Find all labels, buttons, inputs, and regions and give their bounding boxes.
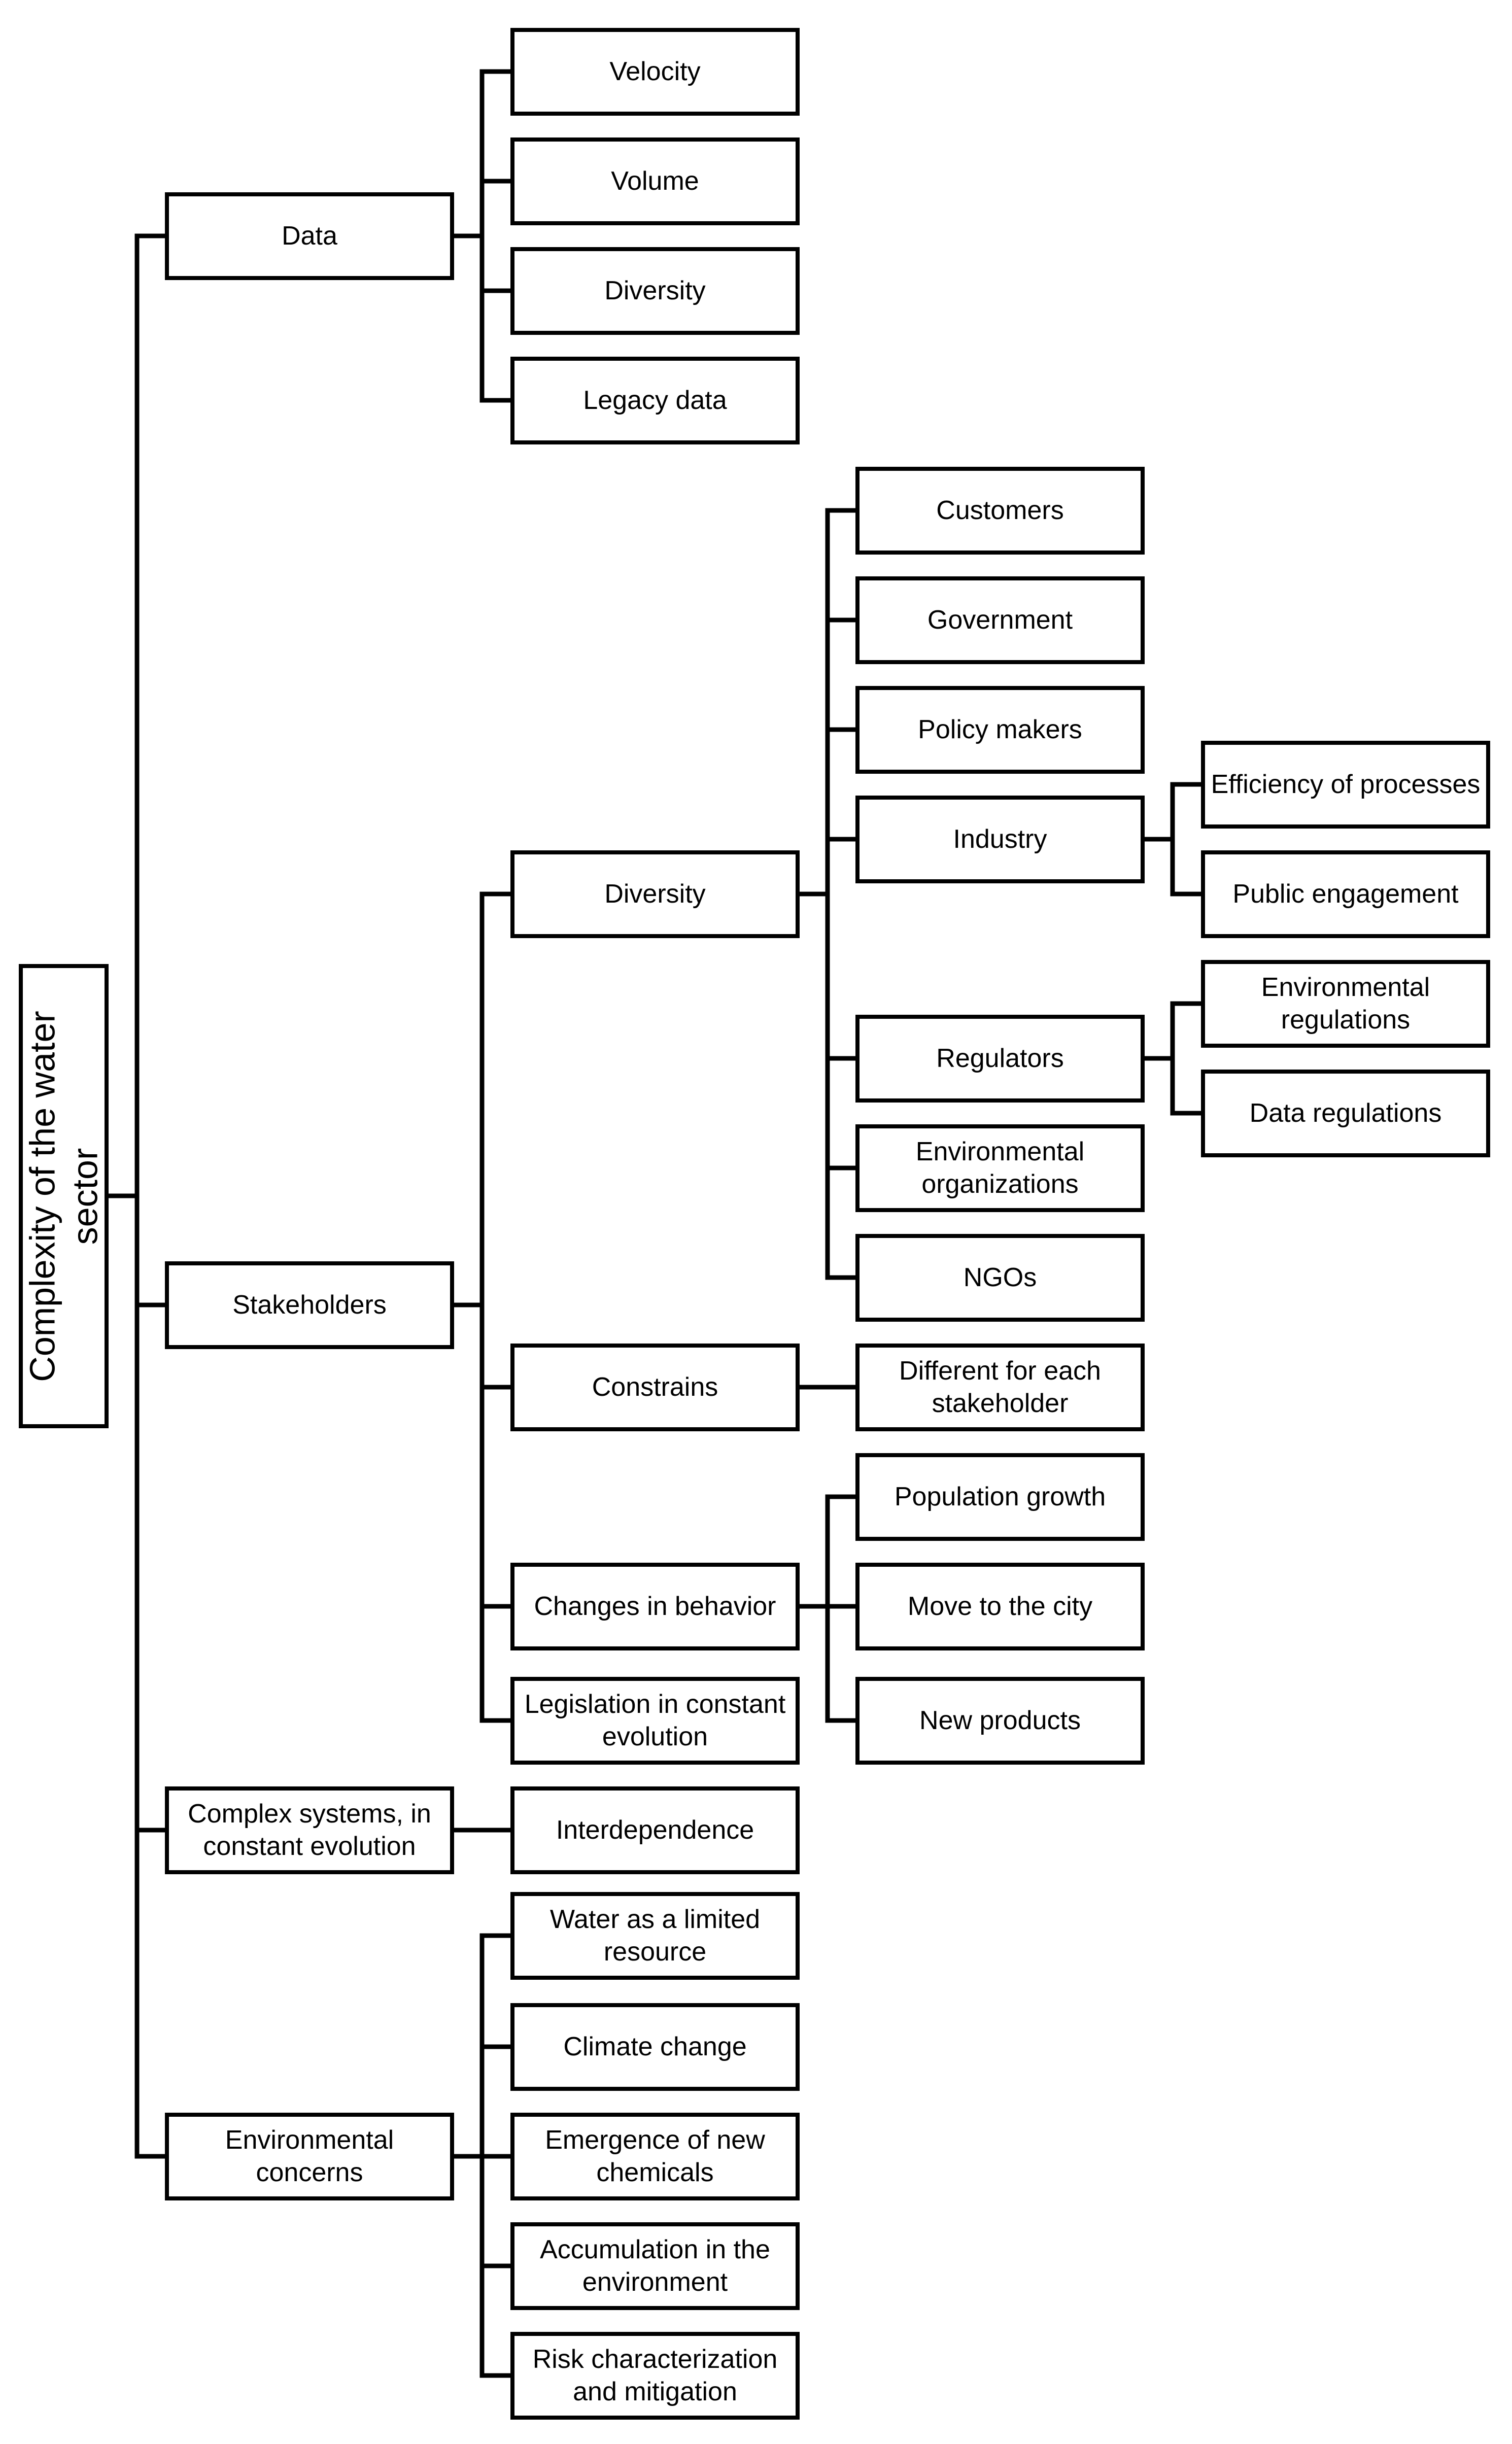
node-complex-systems: Complex systems, in constant evolution bbox=[165, 1786, 454, 1874]
node-emergence-new-chemicals: Emergence of new chemicals bbox=[510, 2113, 800, 2200]
node-new-chemicals-line1: Emergence of new bbox=[545, 2125, 765, 2155]
node-changes-in-behavior: Changes in behavior bbox=[510, 1563, 800, 1650]
node-new-products-label: New products bbox=[919, 1705, 1081, 1735]
node-customers-label: Customers bbox=[936, 495, 1064, 525]
root-label-line2: sector bbox=[65, 1148, 105, 1245]
node-policy-makers-label: Policy makers bbox=[918, 714, 1082, 744]
node-legacy-data: Legacy data bbox=[510, 357, 800, 444]
node-legislation: Legislation in constant evolution bbox=[510, 1677, 800, 1765]
node-data-diversity-label: Diversity bbox=[604, 276, 706, 305]
node-population-growth-label: Population growth bbox=[894, 1482, 1106, 1511]
node-risk-line2: and mitigation bbox=[573, 2377, 737, 2406]
node-different-line2: stakeholder bbox=[932, 1388, 1069, 1418]
node-government-label: Government bbox=[927, 605, 1073, 635]
node-environmental-regulations-line1: Environmental bbox=[1261, 973, 1430, 1003]
node-accumulation-environment: Accumulation in the environment bbox=[510, 2222, 800, 2310]
node-accumulation-line2: environment bbox=[582, 2267, 728, 2297]
node-regulators-label: Regulators bbox=[936, 1043, 1064, 1073]
node-policy-makers: Policy makers bbox=[855, 686, 1145, 774]
node-ngos: NGOs bbox=[855, 1234, 1145, 1322]
node-data: Data bbox=[165, 192, 454, 280]
node-water-limited-line1: Water as a limited bbox=[549, 1905, 761, 1935]
node-environmental-organizations: Environmental organizations bbox=[855, 1124, 1145, 1212]
node-constrains-label: Constrains bbox=[592, 1372, 718, 1402]
node-volume-label: Volume bbox=[611, 166, 699, 196]
node-stakeholders: Stakeholders bbox=[165, 1261, 454, 1349]
node-environmental-organizations-line1: Environmental bbox=[915, 1137, 1085, 1167]
node-changes-in-behavior-label: Changes in behavior bbox=[534, 1591, 776, 1621]
node-data-label: Data bbox=[282, 221, 337, 251]
node-climate-change-label: Climate change bbox=[563, 2032, 747, 2061]
node-stakeholders-label: Stakeholders bbox=[232, 1290, 387, 1320]
root-label-line1: Complexity of the water bbox=[22, 1010, 62, 1382]
node-government: Government bbox=[855, 576, 1145, 664]
node-industry-label: Industry bbox=[953, 824, 1047, 854]
node-water-limited-resource: Water as a limited resource bbox=[510, 1892, 800, 1980]
node-new-products: New products bbox=[855, 1677, 1145, 1765]
node-legacy-data-label: Legacy data bbox=[583, 385, 727, 415]
node-efficiency-of-processes-label: Efficiency of processes bbox=[1211, 769, 1481, 799]
node-stakeholder-diversity-label: Diversity bbox=[604, 879, 706, 909]
node-velocity-label: Velocity bbox=[609, 56, 701, 86]
node-legislation-line2: evolution bbox=[602, 1722, 708, 1751]
node-complex-systems-line2: constant evolution bbox=[203, 1831, 416, 1861]
node-move-to-the-city: Move to the city bbox=[855, 1563, 1145, 1650]
node-risk-line1: Risk characterization bbox=[532, 2345, 778, 2374]
node-data-diversity: Diversity bbox=[510, 247, 800, 335]
node-environmental-regulations: Environmental regulations bbox=[1201, 960, 1490, 1048]
node-water-limited-line2: resource bbox=[603, 1937, 707, 1967]
node-regulators: Regulators bbox=[855, 1015, 1145, 1103]
node-new-chemicals-line2: chemicals bbox=[596, 2157, 714, 2187]
node-volume: Volume bbox=[510, 137, 800, 225]
node-constrains: Constrains bbox=[510, 1344, 800, 1431]
node-environmental-regulations-line2: regulations bbox=[1281, 1005, 1411, 1035]
node-interdependence: Interdependence bbox=[510, 1786, 800, 1874]
node-move-to-the-city-label: Move to the city bbox=[907, 1591, 1093, 1621]
node-public-engagement: Public engagement bbox=[1201, 850, 1490, 938]
node-population-growth: Population growth bbox=[855, 1453, 1145, 1541]
node-environmental-concerns: Environmental concerns bbox=[165, 2113, 454, 2200]
node-data-regulations-label: Data regulations bbox=[1249, 1098, 1442, 1128]
node-stakeholder-diversity: Diversity bbox=[510, 850, 800, 938]
node-efficiency-of-processes: Efficiency of processes bbox=[1201, 741, 1490, 829]
node-velocity: Velocity bbox=[510, 28, 800, 116]
root-node: Complexity of the water sector bbox=[19, 964, 109, 1428]
node-complex-systems-line1: Complex systems, in bbox=[188, 1799, 431, 1829]
node-data-regulations: Data regulations bbox=[1201, 1070, 1490, 1157]
root-label: Complexity of the water sector bbox=[21, 1011, 107, 1382]
node-environmental-organizations-line2: organizations bbox=[921, 1169, 1079, 1199]
node-legislation-line1: Legislation in constant bbox=[524, 1690, 786, 1719]
node-different-line1: Different for each bbox=[899, 1356, 1101, 1386]
node-ngos-label: NGOs bbox=[963, 1262, 1037, 1292]
node-industry: Industry bbox=[855, 796, 1145, 883]
node-environmental-concerns-line1: Environmental bbox=[225, 2125, 394, 2155]
node-interdependence-label: Interdependence bbox=[556, 1815, 754, 1845]
node-accumulation-line1: Accumulation in the bbox=[540, 2235, 770, 2265]
node-public-engagement-label: Public engagement bbox=[1232, 879, 1459, 909]
node-climate-change: Climate change bbox=[510, 2003, 800, 2091]
node-risk-characterization: Risk characterization and mitigation bbox=[510, 2332, 800, 2420]
node-different-for-each-stakeholder: Different for each stakeholder bbox=[855, 1344, 1145, 1431]
node-customers: Customers bbox=[855, 467, 1145, 555]
node-environmental-concerns-line2: concerns bbox=[256, 2157, 363, 2187]
